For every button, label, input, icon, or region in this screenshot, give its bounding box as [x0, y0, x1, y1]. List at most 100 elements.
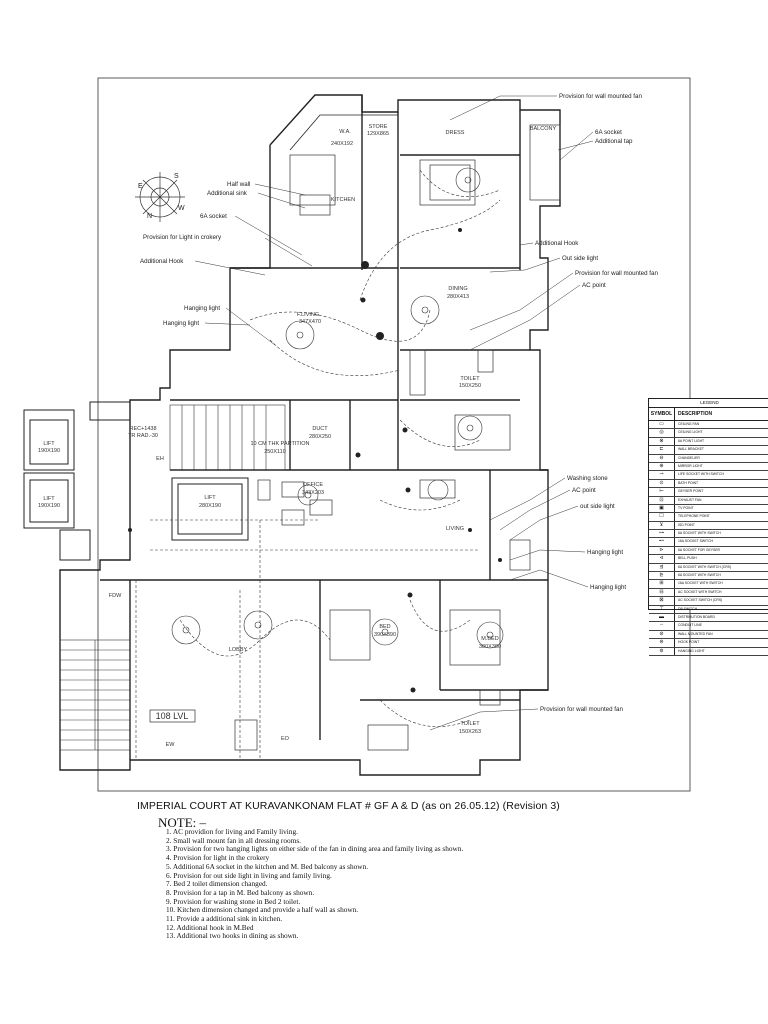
legend-row: ⊗6A POINT LIGHT [649, 437, 768, 447]
legend-symbol-icon: ⊕ [649, 462, 675, 471]
legend-symbol-icon: ⊠ [649, 597, 675, 605]
legend-row: ⊵6A SOCKET WITH SWITCH [649, 572, 768, 581]
legend-row: ⊳6A SOCKET FOR GEYSER [649, 546, 768, 556]
legend-description: AC SOCKET WITH SWITCH [678, 589, 722, 594]
callout-wall-fan-3: Provision for wall mounted fan [540, 706, 623, 713]
legend-row: ▬DISTRIBUTION BOARD [649, 613, 768, 623]
legend-row: ⊖CHANDELIER [649, 454, 768, 463]
note-item: 9. Provision for washing stone in Bed 2 … [166, 896, 301, 906]
callouts-left: Half wall Additional sink 6A socket Prov… [140, 181, 250, 327]
light-points [128, 228, 502, 693]
legend-description: DISTRIBUTION BOARD [678, 614, 715, 619]
room-bed-dim: 390X390 [374, 632, 396, 638]
callout-wall-fan-2: Provision for wall mounted fan [575, 270, 658, 277]
room-kitchen: KITCHEN [331, 197, 355, 203]
legend-description: 6A SOCKET WITH SWITCH (CRS) [678, 564, 732, 569]
legend-description: TELEPHONE POINT [678, 514, 710, 519]
legend-symbol-icon: ⊳ [649, 546, 675, 555]
compass-s: S [174, 173, 179, 180]
room-ew: EW [166, 742, 176, 748]
note-item: 10. Kitchen dimension changed and provid… [166, 905, 359, 915]
room-bed: BED [379, 624, 390, 630]
room-eh: EH [156, 456, 164, 462]
legend-row: ☐TELEPHONE POINT [649, 513, 768, 522]
callout-additional-hook-left: Additional Hook [140, 258, 184, 265]
room-lift-1: LIFT [43, 441, 55, 447]
note-item: 2. Small wall mount fan in all dressing … [166, 835, 301, 845]
legend-symbol-icon: ⊲ [649, 555, 675, 563]
drawing-frame [97, 77, 691, 792]
legend-title: LEGEND [649, 399, 768, 408]
legend-symbol-icon: ▣ [649, 504, 675, 513]
legend-symbol-icon: ⊖ [649, 454, 675, 462]
callout-ac-point-1: AC point [582, 282, 606, 289]
room-mbed: M.BED [481, 636, 498, 642]
legend-symbol-icon: ⊟ [649, 588, 675, 597]
room-toilet-dim: 150X250 [459, 383, 481, 389]
legend-row: ⊤DB SWITCH [649, 605, 768, 614]
legend-row: ⊚HANGING LIGHT [649, 647, 768, 656]
legend-row: ⊜HOOK POINT [649, 639, 768, 648]
room-fliving: F.LIVING [297, 312, 319, 318]
note-item: 3. Provision for two hanging lights on e… [166, 844, 464, 854]
note-item: 5. Additional 6A socket in the kitchen a… [166, 861, 369, 871]
legend-col-description: DESCRIPTION [678, 411, 713, 417]
legend-row: ⊻ISD POINT [649, 521, 768, 531]
level-mark: 108 LVL [156, 711, 189, 721]
legend-row: ⊟AC SOCKET WITH SWITCH [649, 588, 768, 598]
legend-symbol-icon: ⊗ [649, 437, 675, 446]
legend-description: CONDUIT LINE [678, 623, 702, 628]
legend-symbol-icon: ⊜ [649, 639, 675, 647]
legend-row: ⊘WALL MOUNTED FAN [649, 630, 768, 640]
legend-description: LIFE SOCKET WITH SWITCH [678, 472, 724, 477]
legend-description: BATH POINT [678, 480, 699, 485]
legend-row: ▣TV POINT [649, 504, 768, 514]
legend-row: ⊏WALL BRACKET [649, 446, 768, 455]
room-dining-dim: 280X413 [447, 294, 469, 300]
notes-heading: NOTE: – [158, 815, 207, 830]
fixtures [149, 124, 561, 751]
note-item: 4. Provision for light in the crokery [166, 853, 270, 863]
legend-row: ⊷16A SOCKET SWITCH [649, 538, 768, 547]
ceiling-fans [171, 167, 504, 649]
callout-wall-fan-1: Provision for wall mounted fan [559, 93, 642, 100]
room-dress: DRESS [446, 130, 465, 136]
legend-symbol-icon: ⊏ [649, 446, 675, 454]
legend-description: 6A POINT LIGHT [678, 438, 705, 443]
compass-w: W [178, 205, 185, 212]
room-dining: DINING [448, 286, 467, 292]
legend-symbol-icon: ⊸ [649, 471, 675, 479]
legend-row: ⊴6A SOCKET WITH SWITCH (CRS) [649, 563, 768, 573]
legend-row: ⊲BELL PUSH [649, 555, 768, 564]
room-lobby: LOBBY [229, 647, 248, 653]
callout-6a-socket-balcony: 6A socket [595, 129, 622, 136]
legend-description: EXHAUST FAN [678, 497, 702, 502]
room-office-dim: 343X203 [302, 490, 324, 496]
legend-description: CEILING LIGHT [678, 430, 703, 435]
notes-list: 1. AC providion for living and Family li… [166, 827, 464, 941]
callout-hanging-light-4: Hanging light [590, 584, 626, 591]
note-item: 8. Provision for a tap in M. Bed balcony… [166, 887, 315, 897]
callout-outside-light-2: out side light [580, 503, 615, 510]
conduit-lines [135, 169, 501, 760]
legend-description: WALL BRACKET [678, 447, 704, 452]
room-lift-3: LIFT [204, 495, 216, 501]
legend-description: 6A SOCKET WITH SWITCH [678, 531, 721, 536]
compass-e: E [138, 183, 143, 190]
room-store-dim: 129X865 [367, 131, 389, 137]
legend-symbol-icon: ⊤ [649, 605, 675, 613]
legend-symbol-icon: ⊡ [649, 496, 675, 504]
legend-description: WALL MOUNTED FAN [678, 631, 713, 636]
room-living: LIVING [446, 526, 464, 532]
room-office: OFFICE [303, 482, 323, 488]
room-labels: STORE 129X865 W.A. 240X192 DRESS BALCONY… [38, 124, 556, 748]
legend-table: LEGEND SYMBOL DESCRIPTION ▭CEILING FAN◎C… [648, 398, 768, 656]
legend-symbol-icon: ╌ [649, 622, 675, 630]
legend-description: MIRROR LIGHT [678, 463, 703, 468]
legend-symbol-icon: ⊙ [649, 479, 675, 488]
staircase [59, 404, 286, 751]
room-fliving-dim: 347X470 [299, 319, 321, 325]
callout-half-wall: Half wall [227, 181, 250, 188]
note-item: 11. Provide a additional sink in kitchen… [166, 914, 283, 924]
room-toilet-2: TOILET [460, 721, 480, 727]
